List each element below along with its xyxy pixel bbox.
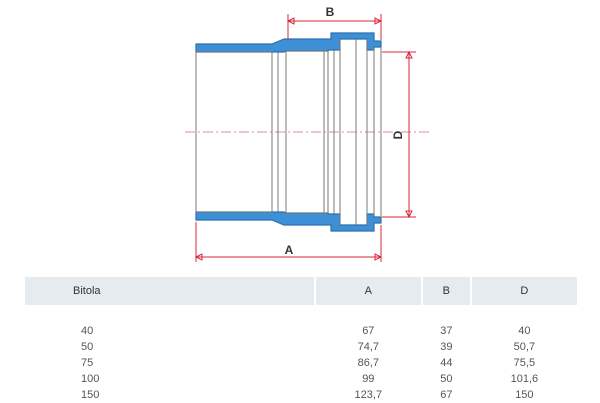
cell-d: 150 [515, 389, 534, 401]
cell-d: 101,6 [510, 373, 539, 385]
cell-bitola: 150 [81, 389, 100, 401]
table-row: 40 67 37 40 [25, 323, 577, 339]
cell-d: 40 [518, 325, 531, 337]
cell-a: 99 [362, 373, 375, 385]
cell-a: 86,7 [357, 357, 380, 369]
column-header-b: B [422, 277, 470, 305]
pipe-fitting-drawing: B D A [185, 5, 430, 262]
cell-a: 123,7 [354, 389, 383, 401]
cell-d: 50,7 [513, 341, 536, 353]
pipe-body-outline [195, 39, 382, 225]
cell-b: 67 [440, 389, 453, 401]
column-header-d: D [471, 277, 577, 305]
column-header-bitola: Bitola [25, 277, 314, 305]
dimension-d-label: D [391, 130, 405, 139]
table-row: 150 123,7 67 150 [25, 387, 577, 403]
table-row: 50 74,7 39 50,7 [25, 339, 577, 355]
cell-d: 75,5 [513, 357, 536, 369]
table-spacer [25, 305, 577, 323]
cell-b: 50 [440, 373, 453, 385]
dimension-b: B [286, 5, 383, 40]
dimension-a: A [194, 222, 383, 262]
cell-bitola: 40 [81, 325, 94, 337]
dimension-b-label: B [326, 5, 335, 19]
dimension-d: D [382, 50, 416, 219]
cell-bitola: 50 [81, 341, 94, 353]
table-row: 75 86,7 44 75,5 [25, 355, 577, 371]
cell-b: 44 [440, 357, 453, 369]
dimension-a-label: A [285, 243, 294, 257]
cell-a: 74,7 [357, 341, 380, 353]
cell-bitola: 75 [81, 357, 94, 369]
dimensions-table: Bitola A B D 40 67 37 40 50 74,7 39 50,7… [23, 277, 579, 403]
cell-b: 39 [440, 341, 453, 353]
table-header-row: Bitola A B D [25, 277, 577, 305]
column-header-a: A [315, 277, 421, 305]
cell-bitola: 100 [81, 373, 100, 385]
pipe-wall-top [195, 32, 382, 53]
cell-b: 37 [440, 325, 453, 337]
cell-a: 67 [362, 325, 375, 337]
pipe-wall-bottom [195, 211, 382, 232]
table-row: 100 99 50 101,6 [25, 371, 577, 387]
